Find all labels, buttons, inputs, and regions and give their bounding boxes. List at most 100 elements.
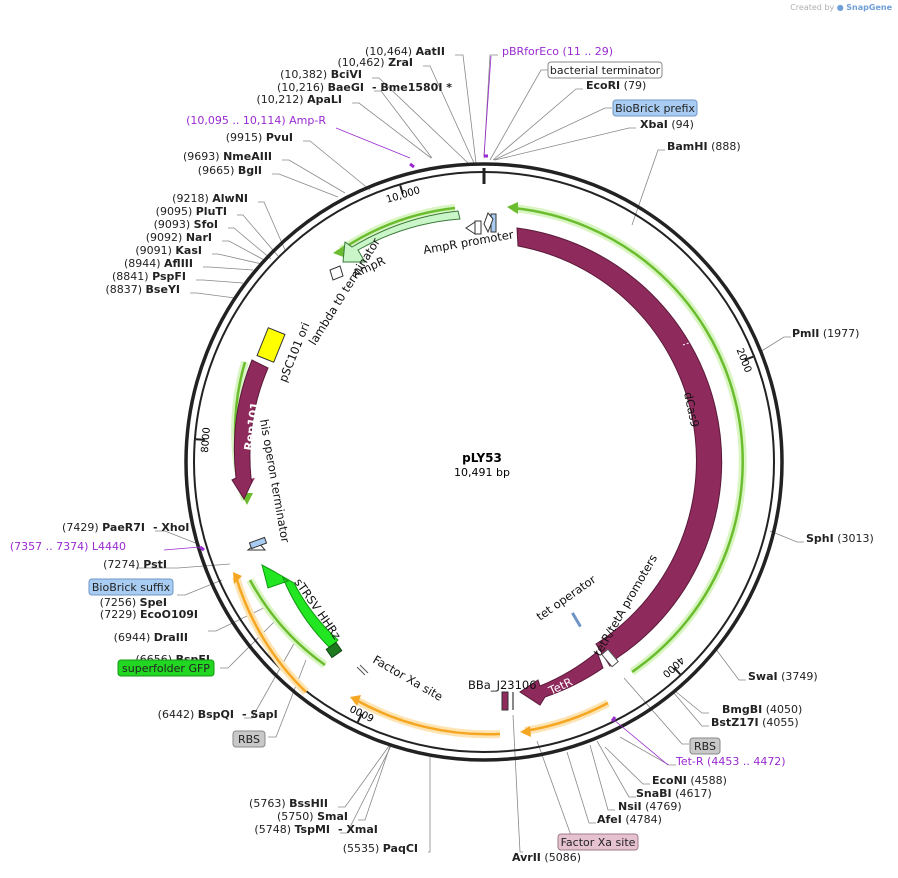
site-pos-xbai: (94) [668, 118, 694, 131]
pbrforeco-primer-leader [483, 55, 492, 157]
amp-transcript-arrow [340, 206, 456, 252]
site-name-bcivi: BciVI [331, 68, 362, 81]
bba-rbs-mark[interactable] [512, 692, 514, 710]
site-pos-sphi: (3013) [834, 532, 874, 545]
left-site-labels: (10,464) AatII(10,462) ZraI(10,382) BciV… [10, 45, 452, 855]
site-name-pmli: PmlI [792, 327, 819, 340]
site-pos-nsii: (4769) [642, 800, 682, 813]
site-pos-bstz17i: (4055) [759, 716, 799, 729]
site-label-bsshii: (5763) BssHII [249, 797, 328, 810]
site-pos-zrai: (10,462) [338, 56, 389, 69]
site-pos-tetr-primer: (4453 .. 4472) [704, 755, 786, 768]
site-label-ecoo109i: (7229) EcoO109I [100, 608, 198, 621]
site-name-ampr-primer: Amp-R [289, 114, 326, 127]
site-pos-bmgbi: (4050) [762, 703, 802, 716]
rep101-label: Rep101 [241, 401, 262, 451]
site-label-bstz17i: BstZ17I (4055) [711, 716, 799, 729]
gfp-orange-arc [234, 576, 307, 693]
site-name-snabi: SnaBI [636, 787, 672, 800]
site-label-aatii: (10,464) AatII [365, 45, 445, 58]
site-pos-alwni: (9218) [172, 192, 212, 205]
tet-operator-mark[interactable] [571, 612, 582, 628]
site-pos-pbrforeco: (11 .. 29) [559, 45, 613, 58]
lambda-t0-terminator-mark[interactable] [329, 265, 344, 281]
tetr-cds[interactable] [519, 651, 604, 706]
site-pos-l4440: (7357 .. 7374) [10, 540, 92, 553]
site-label-ecori: EcoRI (79) [586, 79, 646, 92]
site-pos-ecori: (79) [620, 79, 646, 92]
ampr-promoter-box[interactable] [474, 220, 482, 235]
orange-highlight-bottom [354, 696, 501, 739]
psc101-ori-label: pSC101 ori [276, 320, 313, 384]
bacterial-terminator-label: bacterial terminator [550, 64, 661, 77]
site-label-nmeaiii: (9693) NmeAIII [183, 150, 272, 163]
site-label-l4440: (7357 .. 7374) L4440 [10, 540, 126, 553]
site-label-bgli: (9665) BglI [198, 164, 262, 177]
site-name-pbrforeco: pBRforEco [502, 45, 559, 58]
watermark-prefix: Created by [790, 3, 835, 12]
site-label-afei: AfeI (4784) [597, 813, 662, 826]
backbone-outer [184, 162, 784, 762]
site-pos-paqci: (5535) [343, 842, 383, 855]
site-name-zrai: ZraI [388, 56, 413, 69]
rbs-left-label: RBS [238, 733, 260, 746]
gfp-orange-arrowhead [233, 572, 242, 584]
site-pos-pluti: (9095) [156, 205, 196, 218]
tetr-orange-arrowhead [520, 726, 531, 737]
site-name-bgli: BglI [238, 164, 262, 177]
ampr-primer-mark [409, 162, 415, 169]
factor-xa-box-box [557, 833, 639, 851]
ampr-cds[interactable] [342, 210, 461, 263]
site-pos-nari: (9092) [146, 231, 186, 244]
site-pos-smai: (5750) [277, 810, 317, 823]
site-name-bamhi: BamHI [667, 140, 708, 153]
rep101-cds[interactable] [231, 359, 269, 501]
site-name-sphi: SphI [806, 532, 834, 545]
biobrick-suffix-mark[interactable] [248, 536, 268, 550]
site-pos-paer7i: (7429) [62, 521, 102, 534]
site-label-spei: (7256) SpeI [100, 596, 167, 609]
site-name-bsshii: BssHII [289, 797, 328, 810]
biobrick-suffix-label: BioBrick suffix [92, 581, 171, 594]
site-name-pluti: PluTI [196, 205, 227, 218]
strsv-hhrz-mark[interactable] [325, 641, 343, 659]
site-label-avrii: AvrII (5086) [512, 851, 581, 864]
bba-j23106-mark[interactable] [501, 691, 509, 711]
bacterial-terminator-mark[interactable] [483, 212, 494, 234]
site-label-psti: (7274) PstI [103, 558, 167, 571]
site-pos-ecoo109i: (7229) [100, 608, 140, 621]
site-name-aflIII: AflIII [164, 257, 193, 270]
superfolder-gfp-label: superfolder GFP [122, 662, 210, 675]
site-pos-econi: (4588) [687, 774, 727, 787]
site-name-alwni: AlwNI [212, 192, 248, 205]
site-label-aflIII: (8944) AflIII [124, 257, 193, 270]
site-pos-aatii: (10,464) [365, 45, 416, 58]
site-name-sfoi: SfoI [194, 218, 218, 231]
psc101-ori-box[interactable] [256, 327, 286, 363]
ampr-promoter-arrow[interactable] [465, 221, 476, 235]
biobrick-prefix-box [612, 99, 698, 117]
tetr-tetA-promoter-mark[interactable] [601, 648, 619, 668]
site-pos-pspfi: (8841) [112, 270, 152, 283]
site-name-bseyi: BseYI [146, 283, 180, 296]
site-pos-aflIII: (8944) [124, 257, 164, 270]
factor-xa-orange-arc [355, 698, 501, 736]
site-label-swai: SwaI (3749) [748, 670, 818, 683]
site-name-bmgbi: BmgBI [722, 703, 762, 716]
orange-highlight-right [524, 699, 610, 735]
site-extra-baegi: - Bme1580I * [372, 81, 452, 94]
factor-xa-mark-a [356, 666, 366, 676]
tetr-label: TetR [545, 675, 574, 699]
bba-j23106-label: BBa_J23106 [468, 678, 537, 692]
site-name-ecoo109i: EcoO109I [140, 608, 198, 621]
site-label-pspfi: (8841) PspFI [112, 270, 186, 283]
site-label-tetr-primer: Tet-R (4453 .. 4472) [675, 755, 786, 768]
plasmid-size: 10,491 bp [454, 466, 510, 479]
site-name-swai: SwaI [748, 670, 778, 683]
site-extra-tspmi: - XmaI [338, 823, 378, 836]
tick-0 [399, 185, 404, 195]
tetr-primer-leader [613, 719, 669, 766]
site-name-xbai: XbaI [640, 118, 668, 131]
site-name-pspfi: PspFI [152, 270, 186, 283]
